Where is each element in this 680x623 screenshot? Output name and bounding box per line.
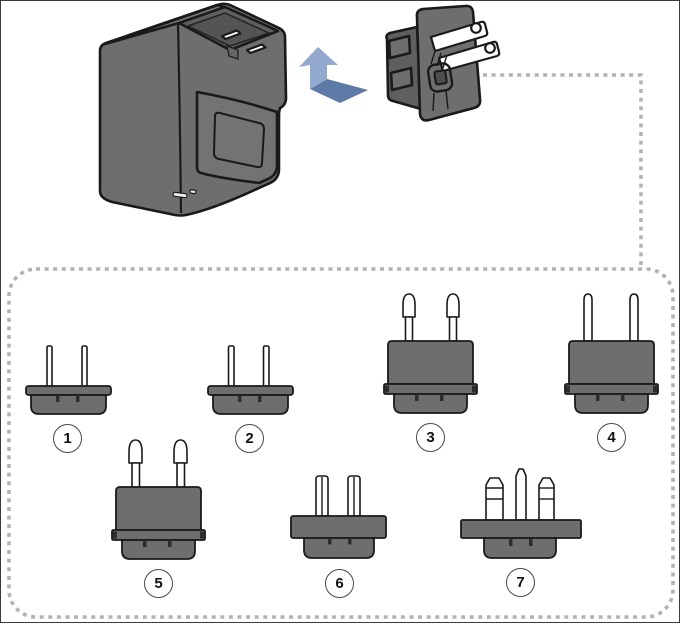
plug-option-7-icon [460,468,582,559]
plug-option-4-icon [564,293,659,414]
socket-contact-icon [245,43,267,55]
socket-contact-icon [220,29,242,41]
plug-option-6-number: 6 [325,569,354,598]
module-blade-icon [437,40,501,73]
adapter-front-panel [195,90,279,185]
module-latch [426,62,454,93]
plug-option-3-number: 3 [416,423,445,452]
plug-option-6-icon [290,475,387,559]
module-connector-block [385,25,423,111]
adapter-socket-recess [177,5,280,60]
plug-option-4-number: 4 [597,423,626,452]
plug-option-1-icon [25,345,112,415]
plug-option-2-icon [207,345,294,415]
plug-option-3-icon [383,293,478,414]
power-adapter-body-icon [98,2,288,217]
plug-option-5-number: 5 [144,569,173,598]
detachable-us-plug-module-icon [385,4,501,122]
module-blade-icon [429,20,489,53]
attach-direction-arrow-icon [299,47,368,103]
plug-option-2-number: 2 [235,424,264,453]
plug-option-5-icon [111,439,206,560]
plug-option-1-number: 1 [53,424,82,453]
adapter-bottom-slot [172,189,197,199]
plug-option-7-number: 7 [506,568,535,597]
